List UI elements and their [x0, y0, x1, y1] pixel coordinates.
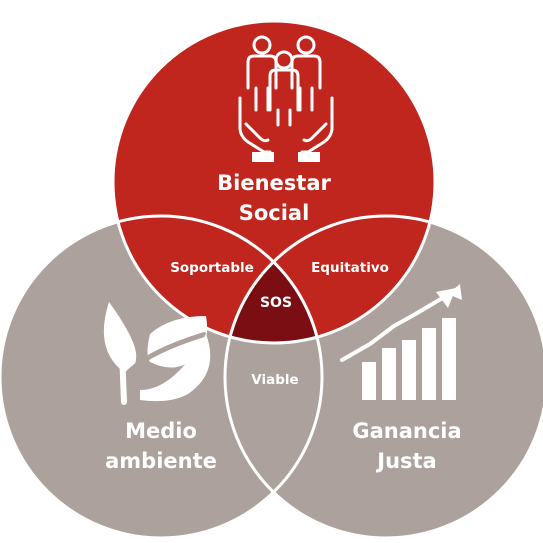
top-circle [113, 21, 435, 343]
center-label: SOS [260, 295, 292, 311]
overlap-label-top-left: Soportable [170, 260, 254, 276]
overlap-label-top-right: Equitativo [311, 260, 389, 276]
top-circle-label-line1: Bienestar [217, 171, 331, 195]
right-circle-outline [223, 214, 543, 540]
leaves-icon [103, 302, 211, 405]
top-circle-label-line2: Social [239, 201, 310, 225]
growth-chart-icon [340, 284, 462, 400]
top-circle-outline [111, 19, 437, 345]
right-circle-label-line2: Justa [375, 449, 436, 473]
left-circle-outline [0, 214, 324, 540]
people-in-hands-icon [238, 35, 334, 162]
right-circle-label-line1: Ganancia [352, 419, 461, 443]
left-circle-label-line2: ambiente [105, 449, 217, 473]
overlap-label-bottom: Viable [251, 372, 298, 388]
left-circle-label-line1: Medio [125, 419, 197, 443]
